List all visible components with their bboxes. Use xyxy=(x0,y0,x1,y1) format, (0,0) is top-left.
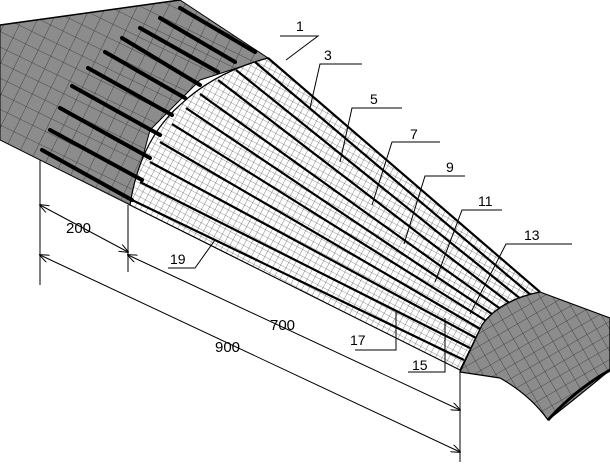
callout-leaders xyxy=(168,35,572,373)
callout-19: 19 xyxy=(170,251,186,267)
dimension-tapered-label: 700 xyxy=(270,317,295,334)
right-shell-section xyxy=(459,291,610,422)
left-shell-section xyxy=(0,0,270,206)
total-dimension-line xyxy=(40,255,460,452)
callout-5: 5 xyxy=(370,91,378,107)
dimension-overlap-label: 200 xyxy=(66,220,91,237)
callout-13: 13 xyxy=(524,227,540,243)
tapered-mesh-patch xyxy=(129,57,542,371)
callout-3: 3 xyxy=(324,47,332,63)
dimension-lines xyxy=(40,205,460,452)
callout-17: 17 xyxy=(350,332,366,348)
gray-section-stringers xyxy=(40,6,257,202)
callout-7: 7 xyxy=(410,126,418,142)
dimension-total-label: 900 xyxy=(215,339,240,356)
callout-9: 9 xyxy=(446,159,454,175)
callout-1: 1 xyxy=(296,18,304,34)
overlap-dimension-line xyxy=(40,205,128,252)
callout-15: 15 xyxy=(412,357,428,373)
callout-11: 11 xyxy=(478,193,493,209)
